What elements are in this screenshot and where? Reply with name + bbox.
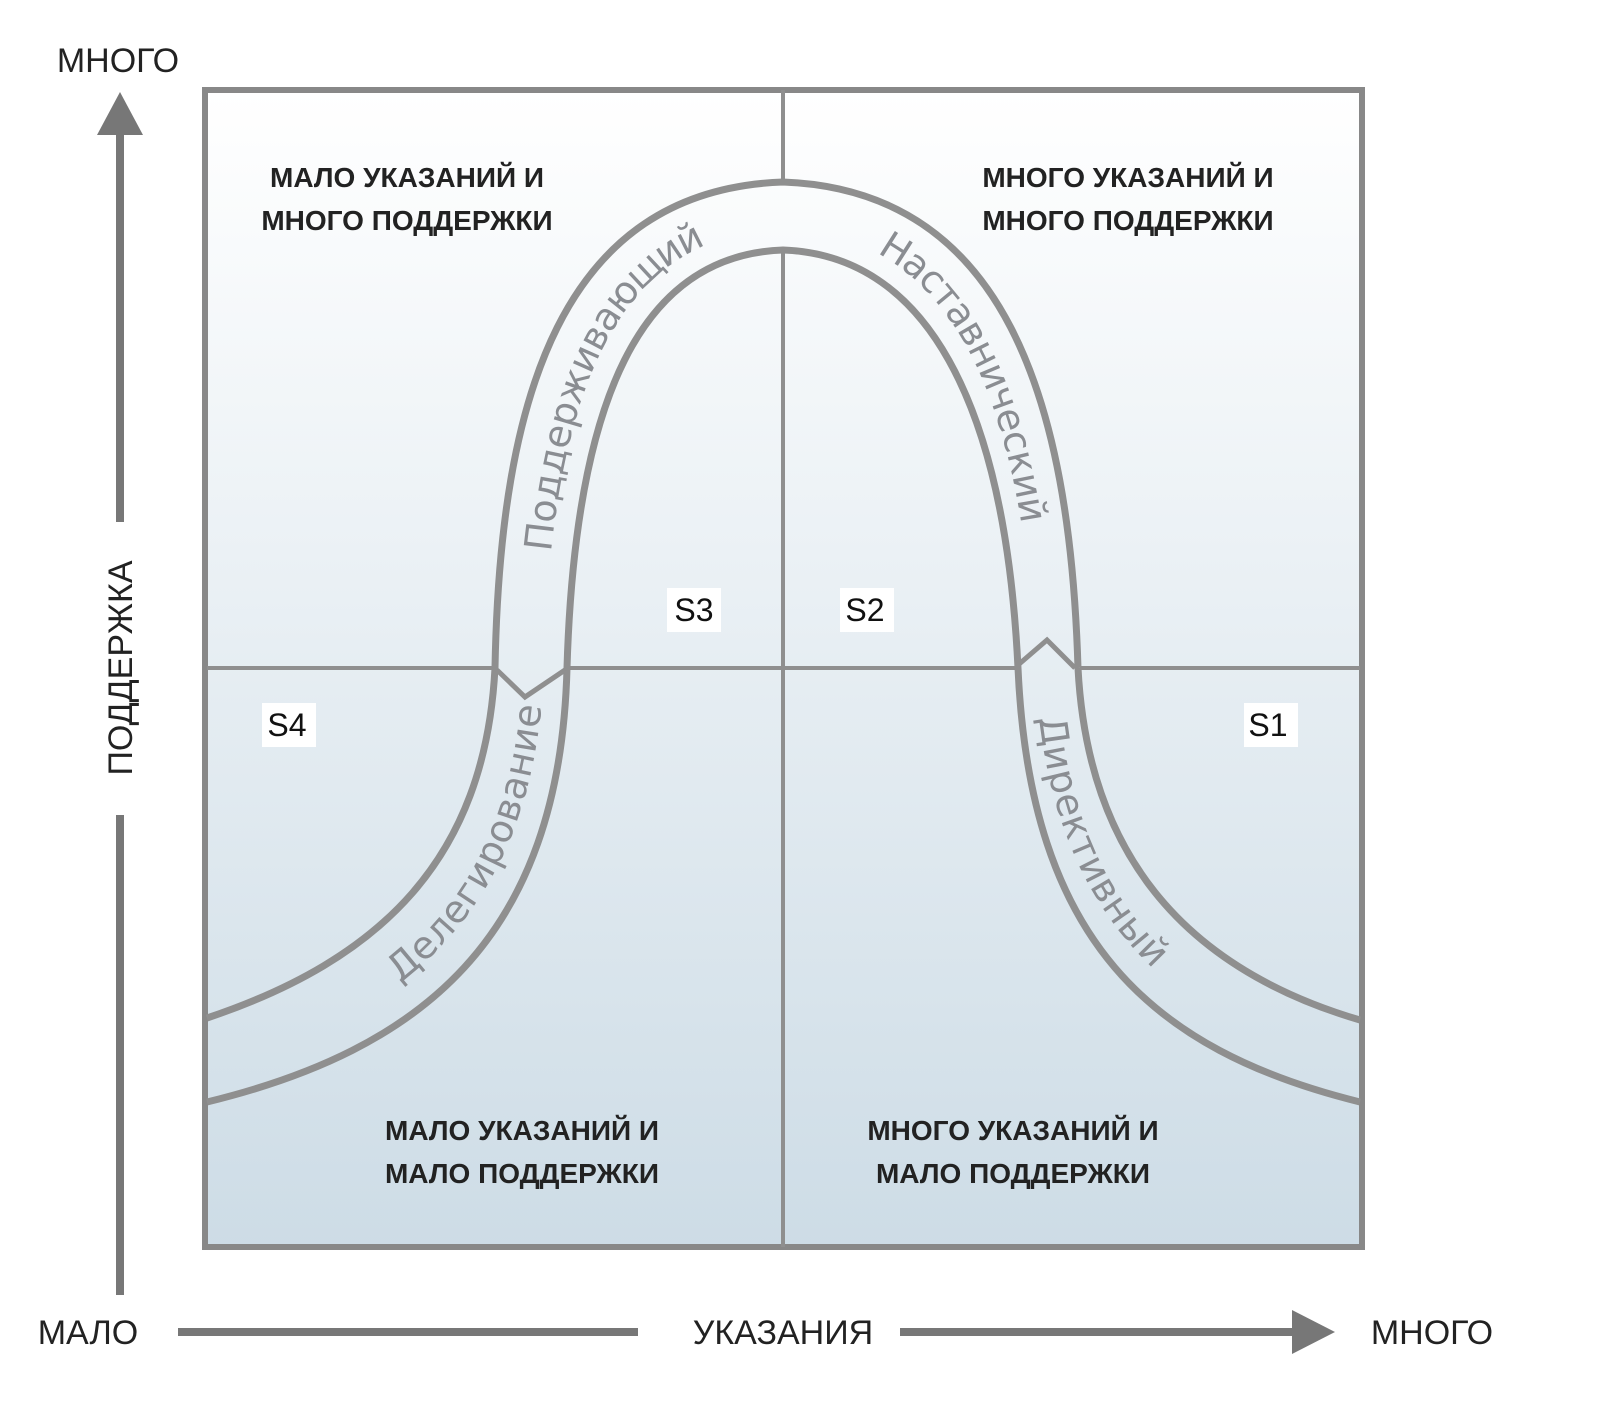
quadrant-bottom-right-line2: МАЛО ПОДДЕРЖКИ xyxy=(876,1158,1150,1189)
y-axis-high-label: МНОГО xyxy=(57,42,179,80)
arrow-right-icon xyxy=(1292,1310,1335,1354)
x-axis: МАЛО УКАЗАНИЯ МНОГО xyxy=(38,1310,1493,1354)
stage-s2: S2 xyxy=(840,588,894,632)
quadrant-top-right-line1: МНОГО УКАЗАНИЙ И xyxy=(982,161,1273,193)
quadrant-bottom-left-line2: МАЛО ПОДДЕРЖКИ xyxy=(385,1158,659,1189)
quadrant-top-left-line2: МНОГО ПОДДЕРЖКИ xyxy=(261,205,552,236)
svg-text:S4: S4 xyxy=(267,707,306,743)
svg-text:S1: S1 xyxy=(1248,707,1287,743)
arrow-up-icon xyxy=(97,92,143,135)
stage-s1: S1 xyxy=(1244,703,1298,747)
svg-text:S2: S2 xyxy=(845,592,884,628)
zigzag-right xyxy=(1016,636,1077,670)
svg-text:S3: S3 xyxy=(674,592,713,628)
quadrant-dividers xyxy=(207,90,1360,1247)
x-axis-high-label: МНОГО xyxy=(1371,1314,1493,1352)
quadrant-bottom-left-line1: МАЛО УКАЗАНИЙ И xyxy=(385,1114,659,1146)
quadrant-top-right-line2: МНОГО ПОДДЕРЖКИ xyxy=(982,205,1273,236)
stage-s4: S4 xyxy=(262,703,316,747)
zigzag-left xyxy=(495,667,567,701)
leadership-curve xyxy=(205,178,1361,1106)
quadrant-bottom-right-line1: МНОГО УКАЗАНИЙ И xyxy=(867,1114,1158,1146)
x-axis-low-label: МАЛО xyxy=(38,1314,139,1352)
stage-s3: S3 xyxy=(667,588,721,632)
y-axis: ПОДДЕРЖКА МНОГО xyxy=(57,42,179,1295)
y-axis-label: ПОДДЕРЖКА xyxy=(102,560,140,775)
quadrant-top-left-line1: МАЛО УКАЗАНИЙ И xyxy=(270,161,544,193)
x-axis-label: УКАЗАНИЯ xyxy=(693,1314,873,1352)
